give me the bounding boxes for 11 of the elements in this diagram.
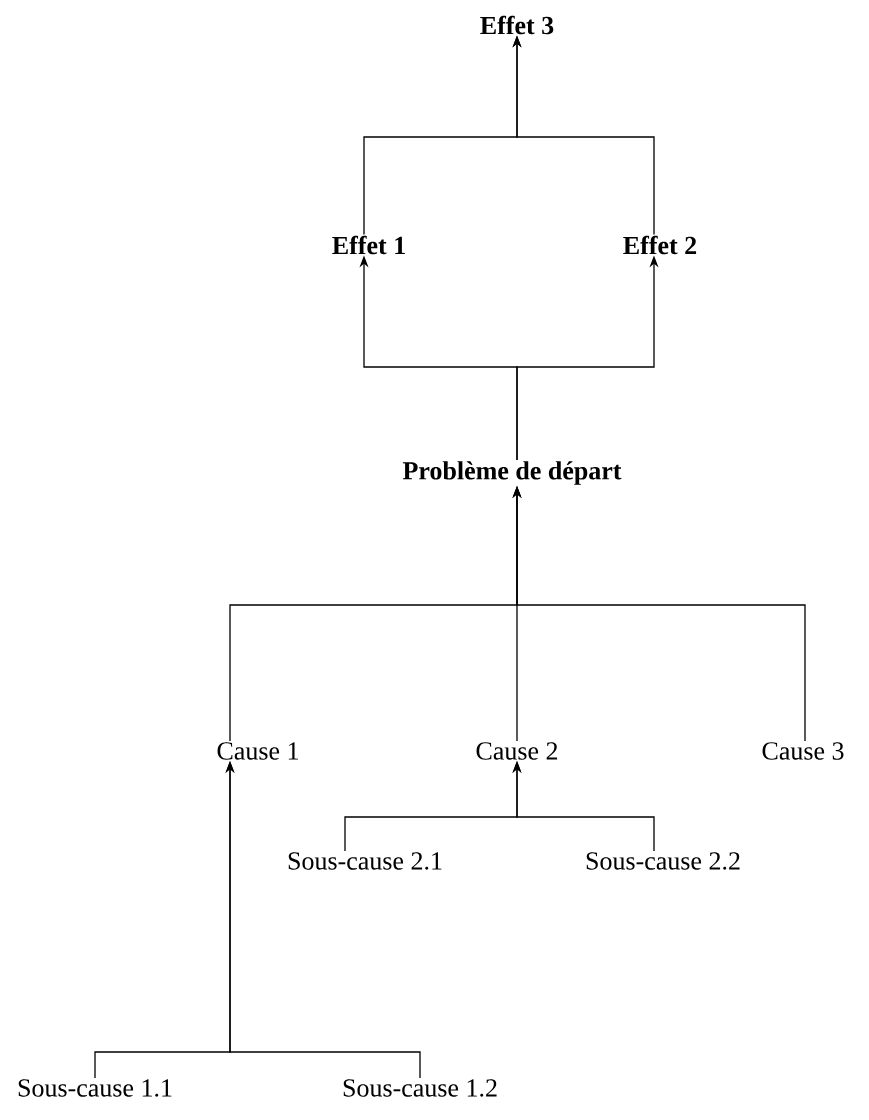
node-label: Effet 3 — [480, 15, 554, 35]
node-label: Sous-cause 2.1 — [288, 852, 442, 870]
node-label: Sous-cause 2.2 — [586, 852, 740, 870]
node-label: Problème de départ — [402, 461, 622, 485]
node-label: Cause 2 — [476, 742, 558, 760]
node-label: Cause 1 — [217, 742, 298, 760]
node-label: Sous-cause 1.1 — [18, 1079, 172, 1097]
node-label: Effet 1 — [332, 235, 405, 255]
node-label: Sous-cause 1.2 — [343, 1079, 497, 1097]
node-label: Cause 3 — [762, 742, 844, 760]
node-label: Effet 2 — [623, 235, 697, 255]
